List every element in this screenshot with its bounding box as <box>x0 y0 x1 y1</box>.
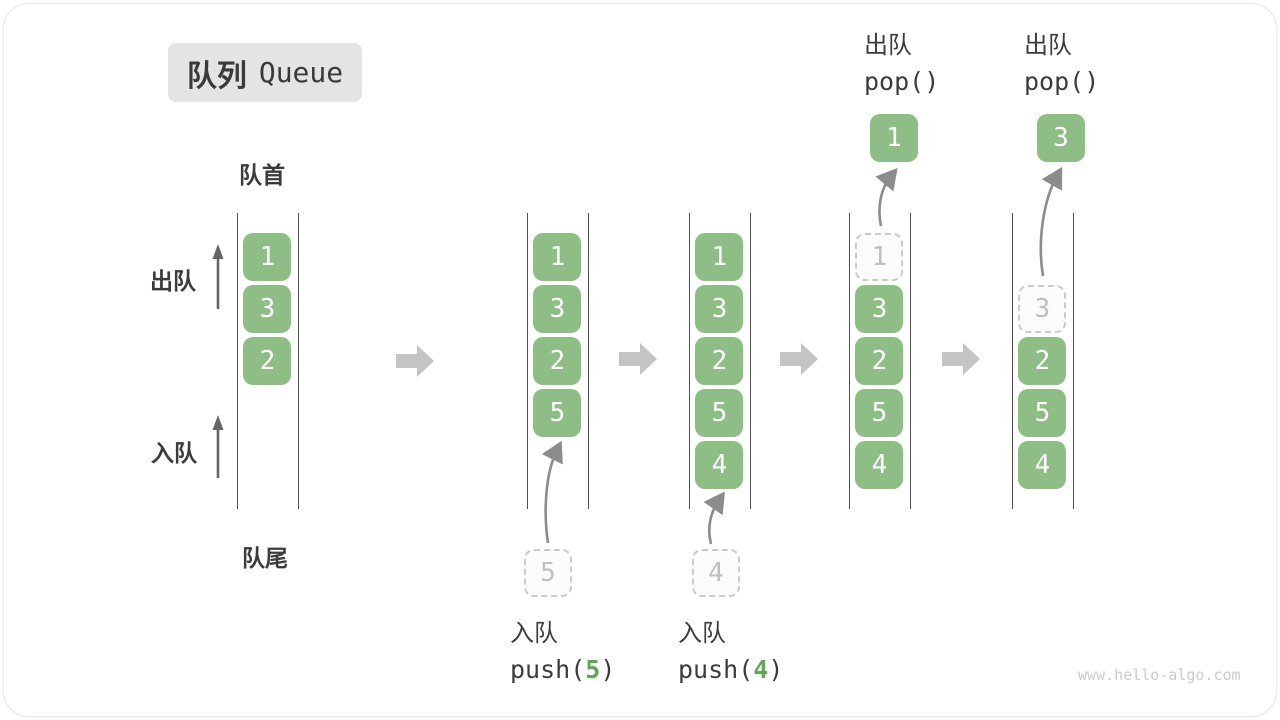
operation-name: 入队 <box>510 620 558 647</box>
staging-value-box: 5 <box>524 549 572 597</box>
pop-motion-arrow-icon <box>875 168 898 227</box>
code-text: push( <box>678 655 754 684</box>
enqueue-side-label: 入队 <box>151 440 197 466</box>
queue-cell: 5 <box>695 389 744 437</box>
operation-code: push(4) <box>678 652 783 688</box>
queue-cell: 3 <box>533 285 582 333</box>
code-text: ) <box>600 655 616 684</box>
operation-name: 入队 <box>678 620 726 647</box>
queue-front-label: 队首 <box>239 162 285 188</box>
queue-cell: 4 <box>855 441 904 489</box>
queue-state-2: 1 3 2 5 <box>527 213 589 509</box>
staging-value-box: 4 <box>692 549 740 597</box>
queue-cell: 4 <box>695 441 744 489</box>
operation-name: 出队 <box>1024 32 1072 59</box>
flow-arrow-icon <box>942 343 980 375</box>
code-arg: 4 <box>753 655 769 684</box>
watermark: www.hello-algo.com <box>1078 666 1241 684</box>
enqueue-direction-arrow-icon <box>212 415 224 478</box>
queue-rear-label: 队尾 <box>242 545 288 571</box>
queue-cell: 1 <box>695 233 744 281</box>
title-badge: 队列 Queue <box>168 43 362 102</box>
queue-cell: 5 <box>1018 389 1067 437</box>
queue-state-4: 1 3 2 5 4 <box>849 213 911 509</box>
code-text: ) <box>768 655 784 684</box>
flow-arrow-icon <box>780 343 818 375</box>
queue-cell: 3 <box>243 285 292 333</box>
queue-cell-ghost: 1 <box>855 233 904 281</box>
queue-cell: 2 <box>533 337 582 385</box>
queue-state-1: 1 3 2 <box>237 213 299 509</box>
operation-code: pop() <box>864 67 940 96</box>
queue-cell: 3 <box>695 285 744 333</box>
dequeue-direction-arrow-icon <box>212 244 224 309</box>
queue-cell: 5 <box>533 389 582 437</box>
queue-cell: 2 <box>243 337 292 385</box>
code-text: push( <box>510 655 586 684</box>
operation-code: push(5) <box>510 652 615 688</box>
popped-value-box: 3 <box>1037 114 1085 162</box>
queue-cell: 4 <box>1018 441 1067 489</box>
operation-code: pop() <box>1024 67 1100 96</box>
pop-motion-arrow-icon <box>1039 166 1063 277</box>
enqueue-operation-label: 入队 push(4) <box>678 616 783 688</box>
code-arg: 5 <box>585 655 601 684</box>
queue-cell: 3 <box>855 285 904 333</box>
dequeue-operation-label: 出队 pop() <box>1024 28 1099 100</box>
queue-cell: 1 <box>243 233 292 281</box>
dequeue-side-label: 出队 <box>150 268 196 294</box>
queue-cell: 2 <box>855 337 904 385</box>
operation-name: 出队 <box>864 32 912 59</box>
queue-cell: 2 <box>695 337 744 385</box>
queue-state-5: 3 2 5 4 <box>1012 213 1074 509</box>
queue-cell: 2 <box>1018 337 1067 385</box>
flow-arrow-icon <box>396 345 434 377</box>
queue-cell: 1 <box>533 233 582 281</box>
title-zh: 队列 <box>186 59 247 93</box>
flow-arrow-icon <box>619 343 657 375</box>
dequeue-operation-label: 出队 pop() <box>864 28 939 100</box>
queue-cell-ghost: 3 <box>1018 285 1067 333</box>
push-motion-arrow-icon <box>541 440 563 544</box>
enqueue-operation-label: 入队 push(5) <box>510 616 615 688</box>
push-motion-arrow-icon <box>703 492 725 545</box>
title-en: Queue <box>258 56 344 89</box>
queue-state-3: 1 3 2 5 4 <box>689 213 751 509</box>
queue-cell: 5 <box>855 389 904 437</box>
popped-value-box: 1 <box>870 114 918 162</box>
